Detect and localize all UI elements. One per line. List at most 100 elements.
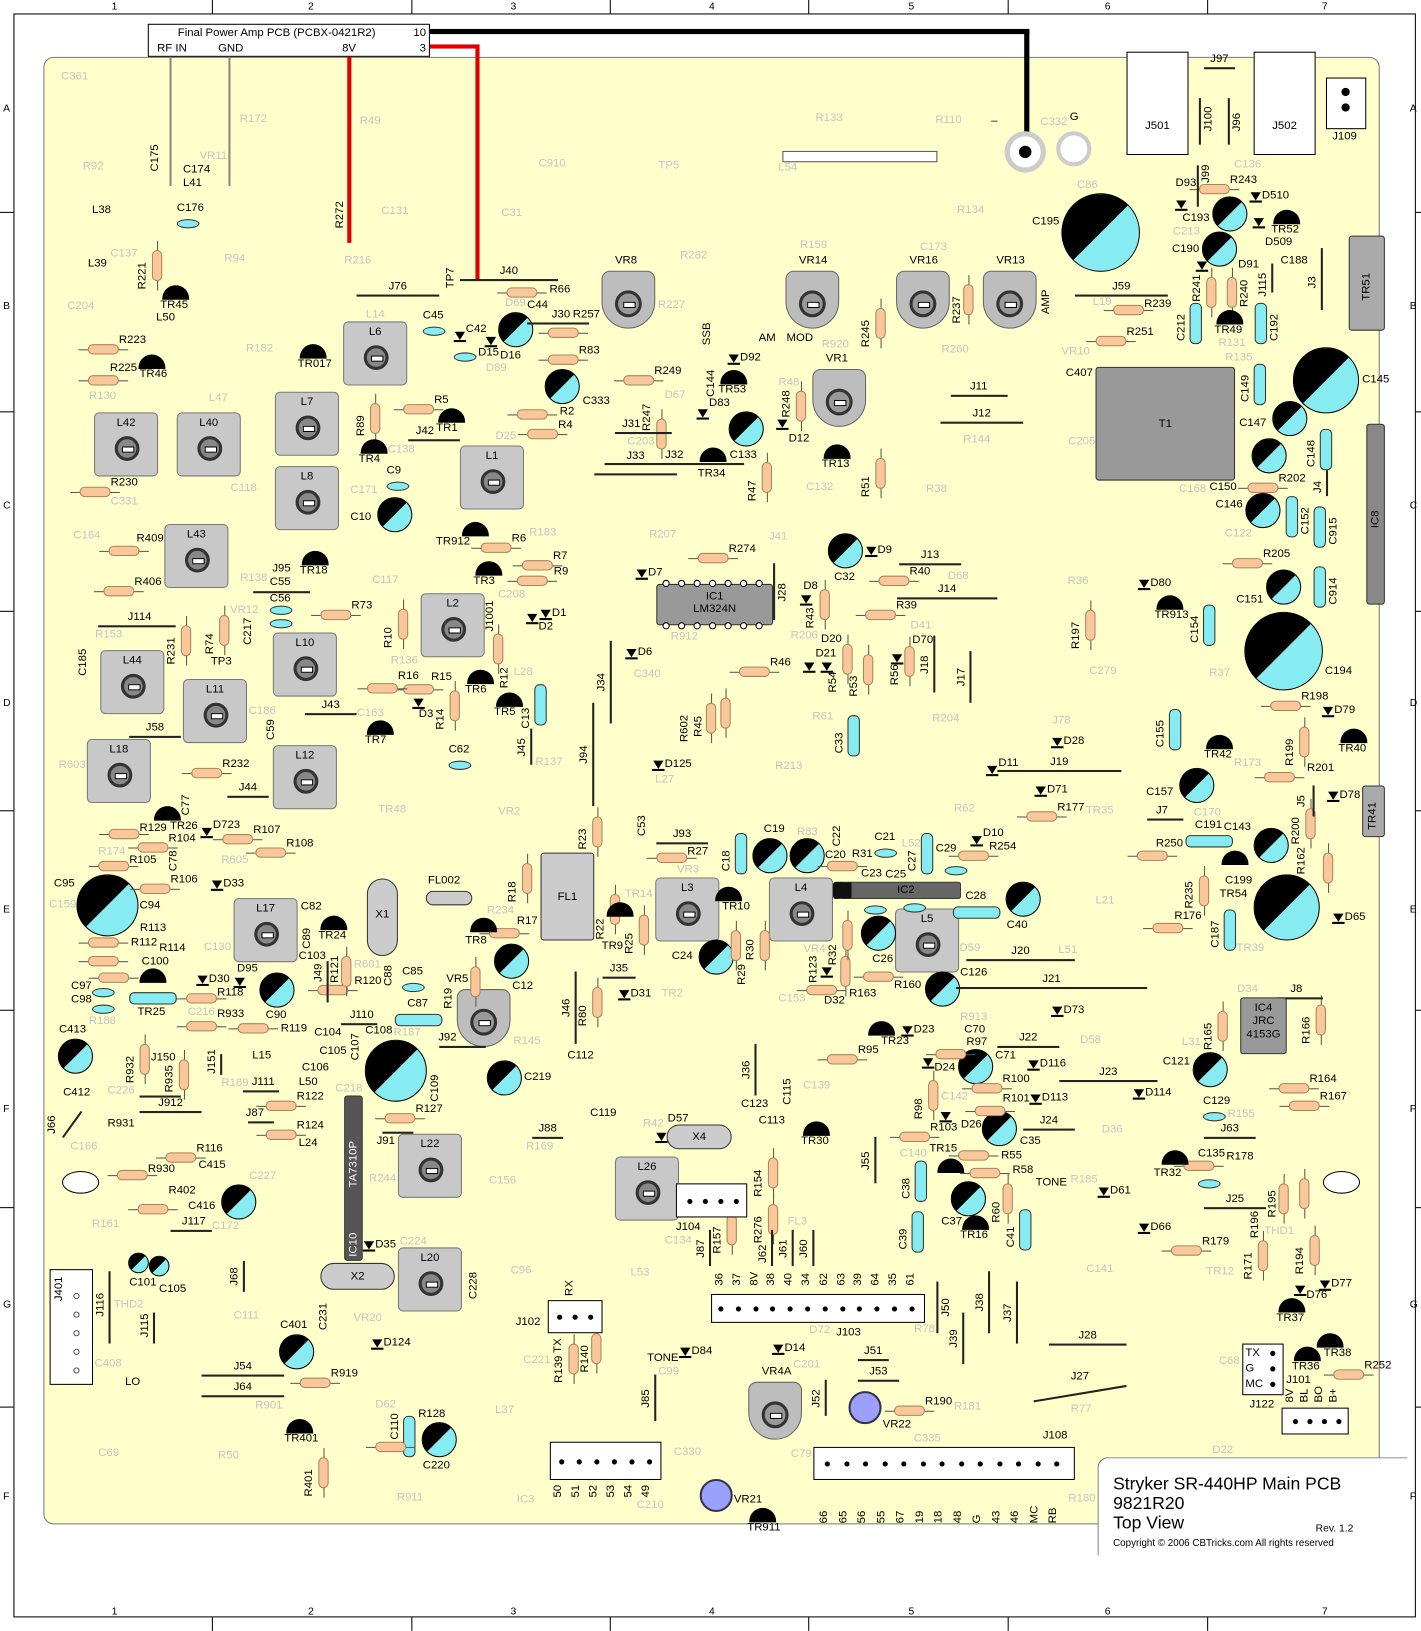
trimmer-vr5[interactable]: [456, 989, 511, 1047]
trimmer-vr16[interactable]: [896, 270, 950, 329]
tuning-slug-icon[interactable]: [635, 1180, 661, 1206]
connector-j502: J502: [1253, 51, 1316, 156]
transistor-label: TR401: [284, 1432, 319, 1445]
silkscreen-ghost-label: R901: [255, 1399, 283, 1412]
diode-d93-icon: [1175, 200, 1188, 211]
diode-label: D23: [913, 1023, 935, 1036]
trimmer-knob-icon[interactable]: [470, 1008, 498, 1036]
trimmer-knob-icon[interactable]: [798, 290, 826, 318]
trimmer-vr22[interactable]: [848, 1391, 882, 1425]
trimmer-label: VR22: [882, 1417, 912, 1431]
silkscreen-ghost-label: R204: [932, 712, 960, 725]
connector-pin: [557, 1314, 563, 1320]
jumper-label: J151: [205, 1049, 219, 1074]
tuning-slug-icon[interactable]: [295, 489, 321, 515]
silkscreen-ghost-label: R94: [224, 252, 246, 265]
grid-tick: [0, 1406, 14, 1408]
diode-d66-icon: [1137, 1223, 1151, 1234]
tuning-slug-icon[interactable]: [184, 547, 210, 573]
resistor-r14: [449, 690, 460, 722]
resistor-label: R179: [1201, 1235, 1230, 1248]
tuning-slug-icon[interactable]: [675, 901, 701, 927]
trimmer-knob-icon[interactable]: [614, 290, 642, 318]
tuning-slug-icon[interactable]: [789, 901, 815, 927]
tuning-slug-icon[interactable]: [418, 1157, 444, 1183]
pin-label: 34: [799, 1273, 813, 1286]
resistor-r162: [1322, 852, 1334, 884]
transistor-label: TR3: [473, 574, 495, 588]
coil-l20: L20: [397, 1247, 462, 1312]
grid-tick: [411, 1617, 413, 1631]
jumper-label: J28: [776, 582, 790, 602]
trimmer-knob-icon[interactable]: [909, 290, 937, 318]
trimmer-vr8[interactable]: [601, 270, 656, 329]
connector-pin: [753, 1306, 759, 1312]
tuning-slug-icon[interactable]: [197, 436, 223, 461]
tx-label: TX: [551, 1338, 565, 1353]
trimmer-vr14[interactable]: [785, 270, 840, 329]
red-wire-8v: [347, 56, 352, 243]
tuning-slug-icon[interactable]: [120, 673, 146, 699]
tuning-slug-icon[interactable]: [295, 415, 321, 441]
black-wire: [1024, 28, 1030, 151]
c-label: C175: [148, 144, 162, 172]
resistor-r127: [384, 1113, 416, 1124]
trimmer-vr1[interactable]: [812, 368, 867, 427]
tuning-slug-icon[interactable]: [293, 768, 319, 794]
transistor-tr8: [470, 917, 498, 933]
capacitor-label: C148: [1305, 439, 1319, 468]
electrolytic-capacitor-c121: [1192, 1052, 1228, 1088]
jumper-label: J14: [937, 582, 957, 596]
trimmer-vr4a[interactable]: [748, 1381, 802, 1440]
tuning-slug-icon[interactable]: [480, 469, 506, 495]
connector-pin: [735, 1306, 741, 1312]
transistor-tr911: [749, 1507, 777, 1523]
silkscreen-ghost-label: C31: [501, 206, 523, 220]
resistor-r245: [875, 307, 886, 339]
tuning-slug-icon[interactable]: [254, 921, 280, 947]
connector-pin: [770, 1306, 776, 1312]
jumper-label: J25: [1225, 1192, 1245, 1206]
capacitor-label: C192: [1267, 313, 1281, 342]
silkscreen-ghost-label: THD2: [113, 1298, 144, 1311]
tuning-slug-icon[interactable]: [203, 702, 229, 728]
jumper-label: J52: [810, 1388, 823, 1408]
tuning-slug-icon[interactable]: [107, 762, 133, 788]
tuning-slug-icon[interactable]: [363, 345, 389, 370]
silkscreen-ghost-label: R92: [82, 160, 104, 173]
grid-tick: [1007, 0, 1009, 14]
trimmer-knob-icon[interactable]: [761, 1401, 789, 1429]
connector-pin: [572, 1314, 578, 1320]
jumper-label: J87: [245, 1106, 265, 1120]
trimmer-vr13[interactable]: [982, 270, 1037, 329]
tuning-slug-icon[interactable]: [441, 616, 467, 642]
tuning-slug-icon[interactable]: [293, 656, 319, 682]
resistor-label: R55: [1001, 1148, 1022, 1162]
diode-d113-icon: [1029, 1094, 1042, 1105]
coil-l6: L6: [343, 321, 408, 386]
resistor-label: R5: [434, 393, 449, 407]
silkscreen-ghost-label: L37: [495, 1403, 515, 1416]
tuning-slug-icon[interactable]: [418, 1271, 444, 1297]
copyright-text: Copyright © 2006 CBTricks.com All rights…: [1113, 1537, 1334, 1550]
grid-tick: [0, 610, 14, 612]
tuning-slug-icon[interactable]: [114, 436, 140, 461]
pin-label: 18: [932, 1510, 945, 1524]
tuning-slug-icon[interactable]: [915, 932, 941, 958]
jumper-label: J4: [1311, 480, 1324, 493]
trimmer-knob-icon[interactable]: [996, 290, 1024, 318]
pin-label: 51: [569, 1484, 582, 1498]
connector-pin: [718, 1306, 724, 1312]
capacitor-label: C190: [1172, 242, 1200, 256]
diode-label: D10: [982, 827, 1004, 840]
trimmer-knob-icon[interactable]: [825, 388, 853, 416]
silkscreen-ghost-label: C171: [350, 483, 378, 497]
electrolytic-capacitor-c413: [57, 1038, 94, 1074]
diode-label: D6: [637, 645, 653, 659]
transistor-tr52: [1273, 209, 1301, 225]
coil-l8: L8: [274, 466, 339, 531]
capacitor-label: C12: [512, 980, 534, 993]
pin-label: MC: [1027, 1505, 1041, 1524]
trimmer-vr21[interactable]: [699, 1478, 733, 1513]
silkscreen-ghost-label: D22: [1212, 1443, 1234, 1456]
